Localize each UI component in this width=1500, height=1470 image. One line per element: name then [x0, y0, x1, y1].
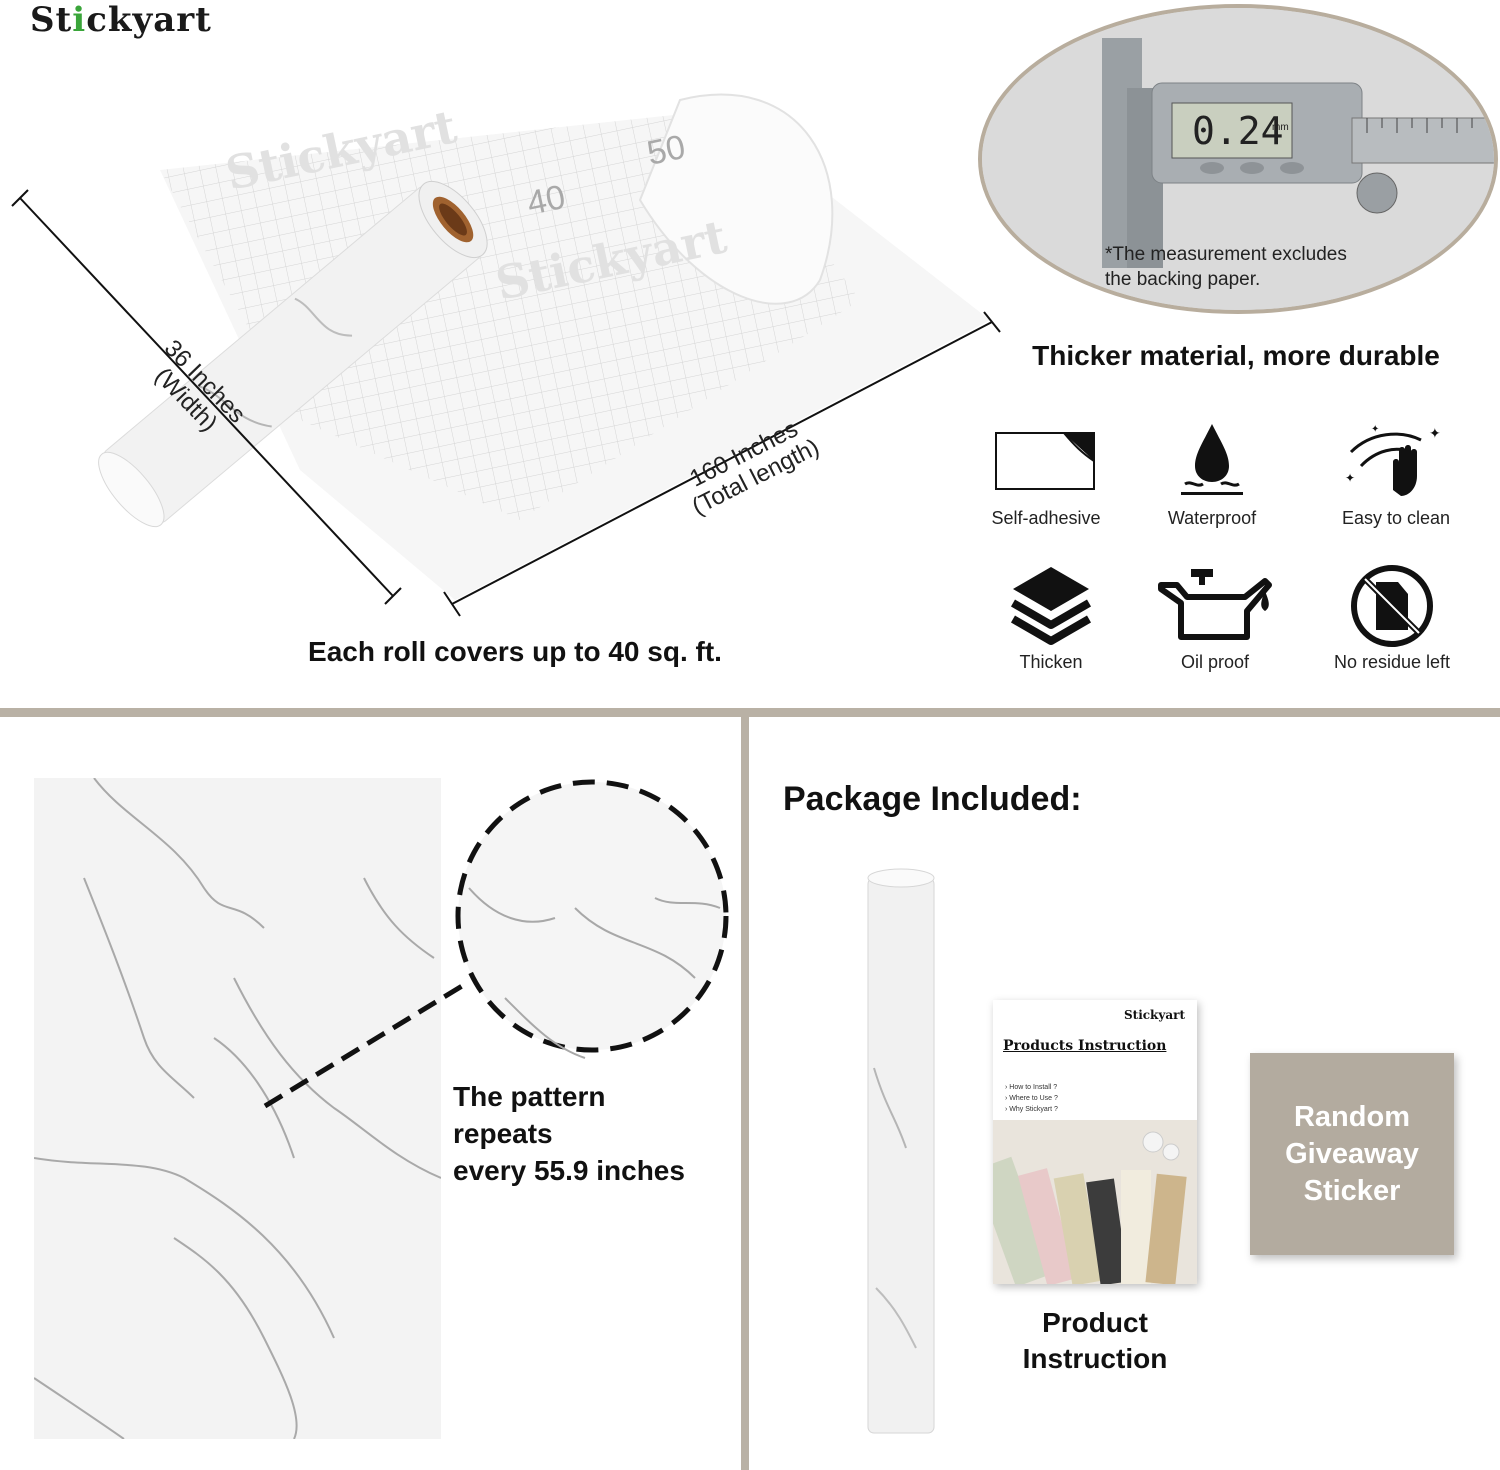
paper-roll: [98, 181, 488, 528]
pattern-repeat-text: The pattern repeats every 55.9 inches: [453, 1078, 685, 1189]
caliper-icon: 0.24 mm: [982, 8, 1494, 310]
width-dimension-line: [19, 197, 394, 597]
oil-can-icon: [1158, 569, 1272, 640]
sticker-line-1: Random: [1293, 1100, 1410, 1133]
feature-label: Self-adhesive: [991, 508, 1101, 528]
package-roll: [867, 868, 935, 1434]
feature-oil-proof: Oil proof: [1135, 562, 1295, 673]
brand-prefix: St: [30, 0, 73, 40]
feature-thicken: Thicken: [971, 562, 1131, 673]
water-drop-icon: [1181, 424, 1243, 495]
vertical-divider: [741, 716, 749, 1470]
thickness-photo: 0.24 mm: [978, 4, 1498, 314]
note-line-2: the backing paper.: [1105, 269, 1261, 290]
instruction-line-1: Product: [1042, 1307, 1148, 1338]
booklet-title: Products Instruction: [1003, 1038, 1167, 1054]
booklet-brand: Stickyart: [1123, 1008, 1185, 1022]
feature-label: Waterproof: [1167, 508, 1257, 528]
ruler-number: 50: [644, 128, 689, 173]
sticker-line-3: Sticker: [1303, 1174, 1401, 1207]
svg-text:✦: ✦: [1371, 424, 1379, 435]
feature-waterproof: Waterproof: [1132, 418, 1292, 529]
package-title: Package Included:: [783, 780, 1082, 818]
booklet-item: › Why Stickyart ?: [1005, 1106, 1058, 1113]
caliper-unit: mm: [1272, 122, 1289, 133]
sticker-line-2: Giveaway: [1285, 1137, 1419, 1170]
wipe-hand-icon: ✦ ✦ ✦: [1345, 424, 1441, 496]
instruction-line-2: Instruction: [1022, 1343, 1168, 1374]
caliper-reading: 0.24: [1192, 109, 1284, 153]
durable-caption: Thicker material, more durable: [1032, 340, 1440, 371]
note-line-1: *The measurement excludes: [1105, 244, 1347, 265]
pattern-line-3: every 55.9 inches: [453, 1155, 685, 1186]
magnified-veins: [468, 887, 721, 1059]
feature-label: Easy to clean: [1341, 508, 1451, 528]
sheet-curl: [638, 93, 834, 305]
marble-veins: [34, 778, 441, 1439]
magnifier-circle: [455, 779, 729, 1053]
magnifier-pointer: [263, 980, 469, 1109]
brand-suffix: ckyart: [86, 0, 212, 40]
booklet-list: › How to Install ? › Where to Use ? › Wh…: [1005, 1082, 1058, 1115]
giveaway-sticker: Random Giveaway Sticker: [1250, 1053, 1454, 1255]
length-dimension-line: [451, 321, 993, 605]
instruction-caption: Product Instruction: [995, 1305, 1195, 1377]
instruction-booklet: Stickyart Products Instruction › How to …: [993, 1000, 1197, 1284]
no-residue-icon: [1351, 565, 1433, 647]
feature-label: Oil proof: [1180, 652, 1250, 672]
measurement-note: *The measurement excludes the backing pa…: [1105, 242, 1347, 292]
svg-text:✦: ✦: [1429, 425, 1441, 441]
feature-label: No residue left: [1333, 652, 1451, 672]
feature-self-adhesive: Self-adhesive: [966, 418, 1126, 529]
pattern-magnifier: [263, 779, 729, 1109]
booklet-photo: [993, 1120, 1197, 1284]
peel-corner-icon: [995, 432, 1095, 490]
ruler-number: 40: [524, 178, 569, 223]
horizontal-divider: [0, 708, 1500, 717]
svg-text:✦: ✦: [1345, 471, 1355, 485]
roll-illustration: Stickyart Stickyart 30 40 50: [11, 93, 1001, 617]
coverage-caption: Each roll covers up to 40 sq. ft.: [308, 636, 722, 667]
booklet-item: › Where to Use ?: [1005, 1095, 1058, 1102]
booklet-item: › How to Install ?: [1005, 1084, 1058, 1091]
brand-accent: i: [72, 0, 87, 40]
feature-no-residue: No residue left: [1312, 562, 1472, 673]
marble-swatch: [34, 778, 441, 1439]
feature-label: Thicken: [1019, 652, 1083, 672]
layers-icon: [1010, 567, 1092, 645]
pattern-line-2: repeats: [453, 1118, 553, 1149]
sticker-text: Random Giveaway Sticker: [1285, 1099, 1419, 1210]
pattern-line-1: The pattern: [453, 1081, 606, 1112]
feature-easy-to-clean: ✦ ✦ ✦ Easy to clean: [1316, 418, 1476, 529]
brand-logo: Stickyart: [30, 0, 212, 40]
